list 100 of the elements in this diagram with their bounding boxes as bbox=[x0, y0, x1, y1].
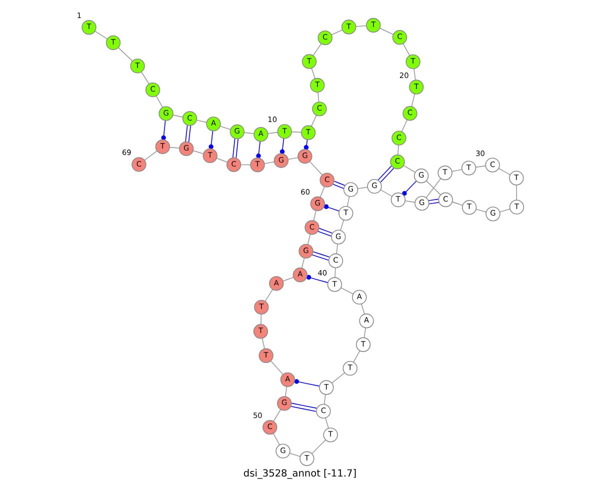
connector bbox=[310, 114, 317, 126]
connector bbox=[312, 250, 330, 260]
connector bbox=[325, 417, 329, 428]
node-circle: G bbox=[230, 124, 245, 139]
node-circle: T bbox=[254, 299, 269, 314]
node-circle: C bbox=[304, 220, 320, 234]
connector bbox=[262, 337, 265, 349]
connector bbox=[169, 146, 180, 148]
connector bbox=[220, 125, 231, 130]
node-circle: T bbox=[310, 77, 325, 92]
connector bbox=[294, 378, 320, 386]
node-label: 20 bbox=[399, 70, 409, 80]
connector bbox=[289, 452, 301, 456]
node-circle: T bbox=[155, 138, 170, 154]
connector bbox=[284, 386, 288, 396]
node-circle: G bbox=[367, 178, 382, 194]
node-circle: C bbox=[390, 154, 405, 169]
connector bbox=[273, 408, 282, 422]
connector bbox=[353, 350, 360, 362]
caption: dsi_3528_annot [-11.7] bbox=[243, 468, 357, 480]
node-circle: A bbox=[206, 116, 221, 131]
connector bbox=[312, 42, 322, 56]
connector bbox=[403, 164, 416, 172]
node-circle: C bbox=[328, 252, 344, 268]
node-circle: T bbox=[323, 427, 338, 442]
node-circle: C bbox=[485, 157, 500, 172]
node-circle: C bbox=[262, 419, 278, 434]
node-circle: G bbox=[277, 396, 292, 410]
connector bbox=[260, 313, 262, 324]
connector bbox=[331, 372, 345, 383]
connector bbox=[426, 178, 442, 198]
connector bbox=[282, 276, 294, 281]
connector bbox=[270, 360, 284, 374]
connector bbox=[306, 274, 328, 282]
connector bbox=[331, 29, 343, 35]
node-circle: T bbox=[277, 124, 292, 138]
node-circle: T bbox=[406, 54, 420, 69]
node-circle: G bbox=[486, 206, 500, 221]
connector bbox=[324, 204, 340, 211]
connector bbox=[290, 402, 317, 412]
node-circle: C bbox=[392, 130, 406, 145]
node-label: 69 bbox=[122, 148, 132, 157]
connector bbox=[192, 150, 204, 154]
connector bbox=[256, 140, 261, 158]
node-circle: T bbox=[438, 165, 452, 180]
connector bbox=[313, 210, 316, 220]
node-circle: T bbox=[319, 380, 334, 394]
node-circle: T bbox=[338, 205, 354, 220]
connector bbox=[411, 93, 416, 107]
node-circle: G bbox=[274, 152, 289, 168]
node-circle: T bbox=[302, 54, 317, 68]
connector bbox=[340, 286, 354, 294]
connector bbox=[94, 30, 108, 39]
connector bbox=[401, 118, 408, 132]
connector bbox=[320, 186, 325, 198]
node-circle: T bbox=[390, 192, 406, 207]
connector bbox=[311, 67, 316, 78]
node-circle: C bbox=[320, 172, 334, 187]
connector bbox=[346, 196, 350, 206]
connector bbox=[357, 186, 368, 189]
connector bbox=[476, 208, 487, 212]
node-circle: G bbox=[298, 148, 312, 164]
node-circle: A bbox=[254, 126, 268, 142]
node-circle: T bbox=[253, 324, 268, 338]
node-circle: G bbox=[158, 106, 174, 120]
node-circle: A bbox=[359, 313, 374, 328]
connector bbox=[312, 439, 326, 454]
connector bbox=[380, 188, 392, 196]
connector bbox=[232, 138, 238, 158]
node-label: 1 bbox=[76, 10, 82, 20]
node-circle: T bbox=[130, 58, 145, 73]
connector bbox=[240, 164, 251, 165]
node-circle: G bbox=[276, 443, 290, 458]
connector bbox=[118, 46, 133, 61]
connector bbox=[336, 243, 338, 254]
connector bbox=[156, 95, 164, 108]
connector bbox=[301, 257, 305, 268]
connector bbox=[332, 180, 346, 188]
connector bbox=[288, 156, 298, 160]
connector bbox=[318, 91, 320, 102]
connector bbox=[428, 198, 440, 204]
connector bbox=[334, 266, 336, 278]
connector bbox=[404, 200, 416, 202]
connector bbox=[267, 131, 278, 134]
node-circle: T bbox=[258, 348, 274, 362]
connector bbox=[264, 288, 274, 302]
node-circle: T bbox=[366, 17, 381, 32]
connector bbox=[280, 138, 285, 154]
node-circle: T bbox=[327, 276, 342, 292]
connector bbox=[414, 68, 416, 80]
node-label: 10 bbox=[268, 114, 278, 124]
connector bbox=[402, 180, 417, 196]
node-label: 30 bbox=[476, 148, 485, 158]
node-circle: A bbox=[352, 289, 367, 304]
connector bbox=[216, 157, 228, 162]
node-circle: A bbox=[280, 372, 296, 387]
node-circle: G bbox=[414, 195, 430, 210]
connector bbox=[378, 165, 394, 182]
connector bbox=[208, 130, 214, 149]
node-circle: T bbox=[341, 19, 356, 34]
